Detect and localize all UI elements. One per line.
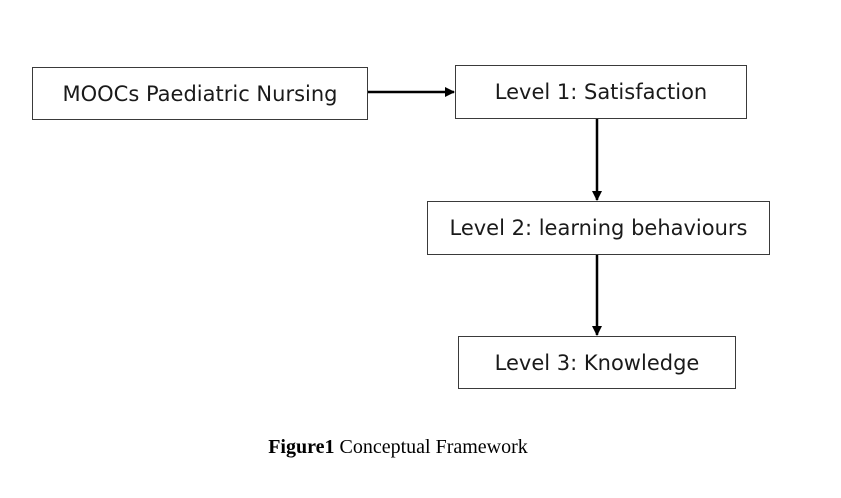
node-level-1-satisfaction: Level 1: Satisfaction [455, 65, 747, 119]
node-label: Level 2: learning behaviours [449, 216, 748, 240]
figure-caption: Figure1 Conceptual Framework [0, 436, 796, 459]
node-level-3-knowledge: Level 3: Knowledge [458, 336, 736, 389]
figure-caption-label: Figure1 [268, 436, 335, 458]
node-level-2-learning-behaviours: Level 2: learning behaviours [427, 201, 770, 255]
node-label: Level 1: Satisfaction [494, 80, 708, 104]
figure-caption-text: Conceptual Framework [339, 436, 528, 458]
node-moocs-paediatric-nursing: MOOCs Paediatric Nursing [32, 67, 368, 120]
node-label: MOOCs Paediatric Nursing [62, 81, 338, 106]
node-label: Level 3: Knowledge [494, 350, 700, 375]
